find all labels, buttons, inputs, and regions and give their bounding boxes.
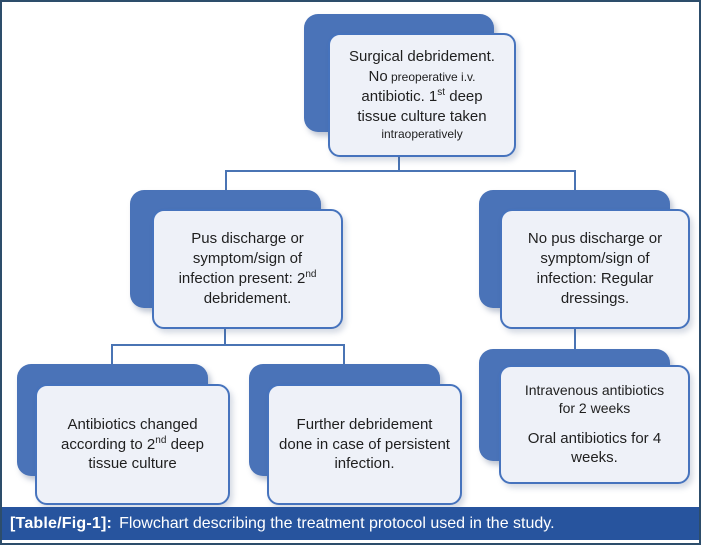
figure-caption-text: Flowchart describing the treatment proto… <box>119 514 555 532</box>
connector-top-horizontal <box>225 170 576 172</box>
figure-caption: [Table/Fig-1]: Flowchart describing the … <box>2 507 699 540</box>
flow-node-text: Antibiotics changed according to 2nd dee… <box>47 415 218 474</box>
flow-node-text: Further debridement done in case of pers… <box>279 415 450 473</box>
connector-bottomright-drop <box>574 329 576 350</box>
node-text-segment: deep tissue culture taken <box>357 88 487 125</box>
flow-node-pus-present: Pus discharge or symptom/sign of infecti… <box>152 209 343 329</box>
node-text-segment: Pus discharge or symptom/sign of infecti… <box>178 230 306 287</box>
connector-mid-drop <box>224 329 226 346</box>
node-text-segment: antibiotic. 1 <box>361 88 438 106</box>
node-text-segment: intraoperatively <box>381 126 463 141</box>
connector-top-drop <box>398 154 400 171</box>
node-text-segment: preoperative i.v. <box>387 70 476 85</box>
figure-caption-label: [Table/Fig-1]: <box>10 514 113 532</box>
connector-bottommid-drop <box>343 344 345 365</box>
connector-left-branch-drop <box>225 170 227 191</box>
connector-right-branch-drop <box>574 170 576 191</box>
node-text-segment: Antibiotics changed according to 2 <box>61 415 198 453</box>
flow-node-text: No pus discharge or symptom/sign of infe… <box>527 230 663 307</box>
connector-bottomleft-drop <box>111 344 113 365</box>
node-text-segment: deep tissue culture <box>88 435 204 473</box>
node-text-paragraph: Oral antibiotics for 4 weeks. <box>527 429 662 467</box>
flow-node-no-pus: No pus discharge or symptom/sign of infe… <box>500 209 690 329</box>
node-text-paragraph: Intravenous antibiotics for 2 weeks <box>524 381 665 417</box>
flow-node-text: Pus discharge or symptom/sign of infecti… <box>164 229 331 308</box>
node-text-segment: Surgical debridement. <box>349 48 495 66</box>
flow-node-antibiotics-course: Intravenous antibiotics for 2 weeks Oral… <box>499 365 690 484</box>
connector-mid-horizontal <box>111 344 345 346</box>
flow-node-text: Surgical debridement. No preoperative i.… <box>340 47 504 142</box>
ordinal-superscript: nd <box>305 269 317 280</box>
flow-node-surgical-debridement: Surgical debridement. No preoperative i.… <box>328 33 516 157</box>
flow-node-antibiotics-changed: Antibiotics changed according to 2nd dee… <box>35 384 230 505</box>
node-text-segment: debridement. <box>203 289 292 307</box>
flow-node-further-debridement: Further debridement done in case of pers… <box>267 384 462 505</box>
flow-node-text: Intravenous antibiotics for 2 weeks Oral… <box>511 381 678 469</box>
node-text-segment: No <box>368 68 388 86</box>
ordinal-superscript: st <box>437 87 446 99</box>
ordinal-superscript: nd <box>155 434 167 446</box>
